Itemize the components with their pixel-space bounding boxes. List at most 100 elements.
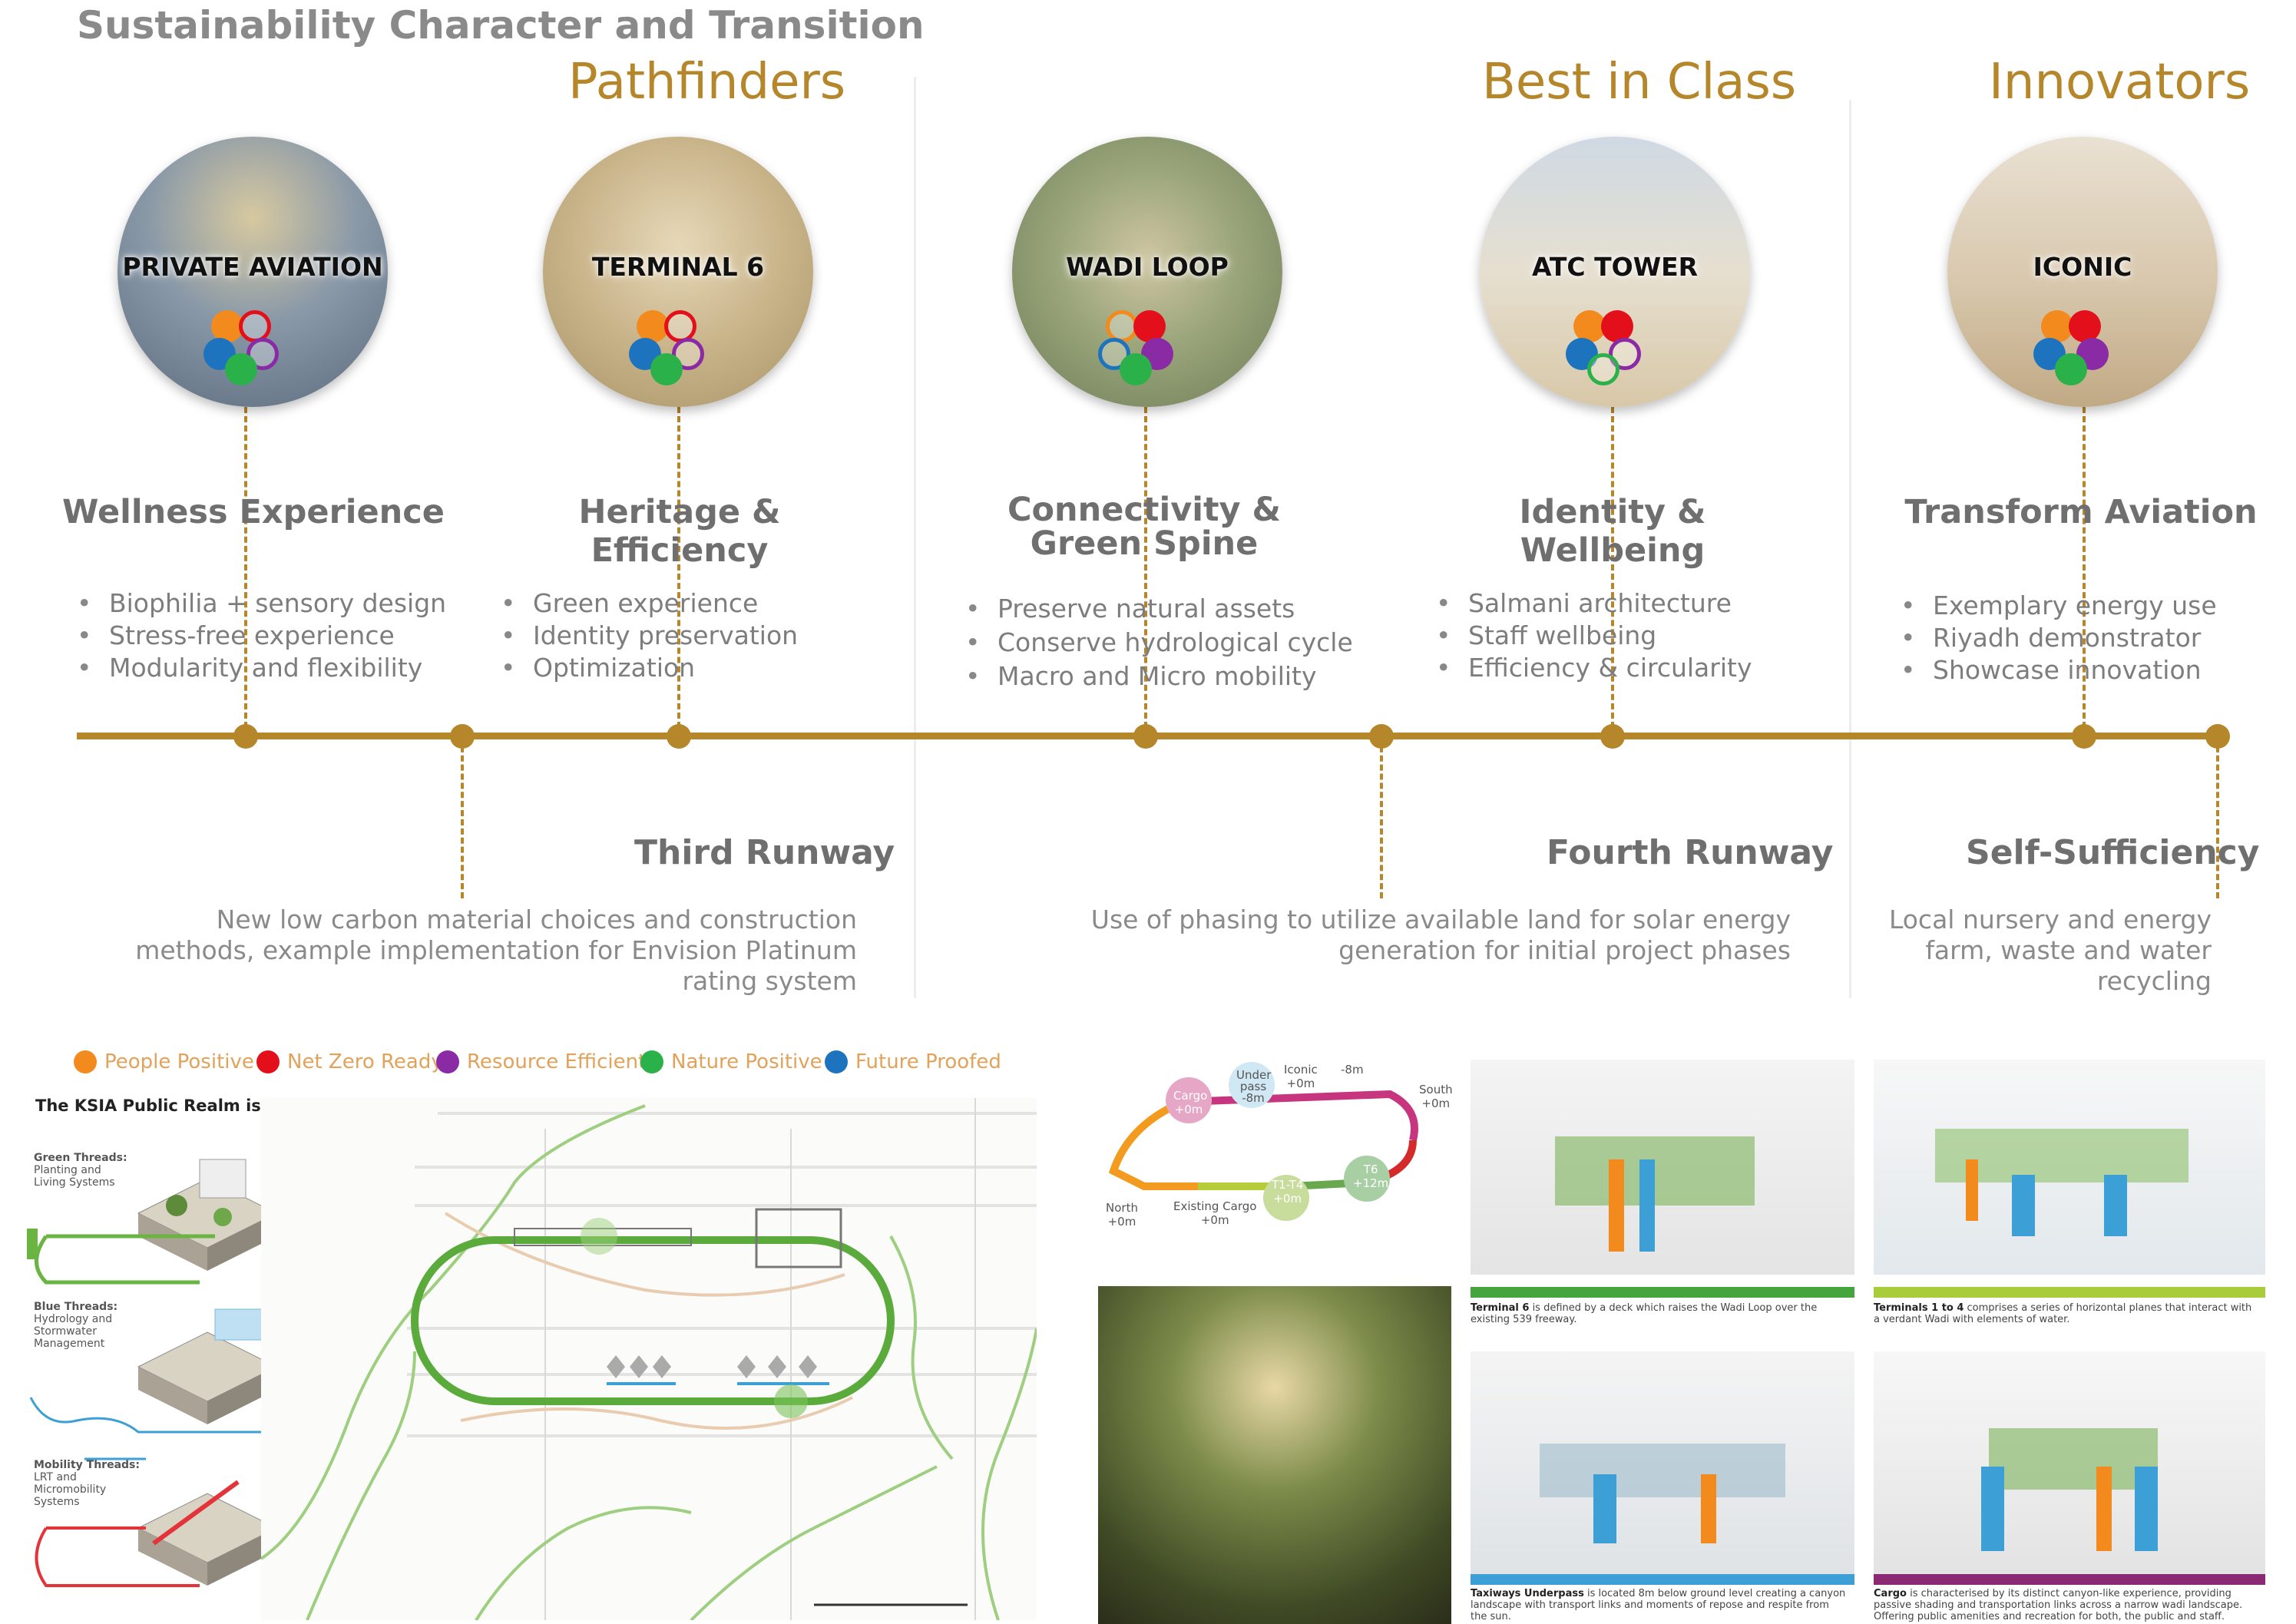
iconic-terminal: [755, 1208, 842, 1268]
category-innovators: Innovators: [1989, 54, 2251, 111]
connector-line: [1144, 407, 1147, 737]
legend-label: Nature Positive: [671, 1050, 822, 1073]
thread-name: Blue Threads:: [34, 1301, 118, 1313]
connector-line: [1380, 737, 1383, 898]
terminal-6-section-image: [1471, 1060, 1854, 1275]
people-positive-icon: [637, 310, 669, 342]
project-label: ICONIC: [2033, 252, 2132, 282]
list-item: Exemplary energy use: [1901, 590, 2217, 622]
timeline-node: [1600, 724, 1625, 749]
nature-positive-icon: [225, 353, 257, 385]
people-positive-icon: [2041, 310, 2073, 342]
page-title: Sustainability Character and Transition: [77, 3, 925, 48]
legend-label: Future Proofed: [855, 1050, 1001, 1073]
people-positive-icon: [211, 310, 243, 342]
nature-positive-icon: [1587, 353, 1619, 385]
project-circle-private-aviation: PRIVATE AVIATION: [117, 137, 388, 407]
legend-item: Resource Efficient: [436, 1050, 646, 1073]
wadi-loop-render-image: [1098, 1286, 1451, 1624]
thread-name: Mobility Threads:: [34, 1459, 140, 1471]
phase-title: Fourth Runway: [1547, 833, 1834, 872]
thread-label: Mobility Threads:LRT and Micromobility S…: [34, 1459, 140, 1508]
loop-label-t6: T6+12m: [1353, 1163, 1389, 1190]
thread-name: Green Threads:: [34, 1152, 127, 1164]
list-item: Identity preservation: [501, 620, 798, 652]
nature-positive-icon: [1120, 353, 1152, 385]
nature-positive-icon: [2055, 353, 2087, 385]
thread-desc: Planting and Living Systems: [34, 1164, 115, 1189]
connector-line: [461, 737, 464, 898]
list-item: Preserve natural assets: [965, 592, 1353, 626]
phase-description: New low carbon material choices and cons…: [135, 905, 857, 996]
legend-item: Nature Positive: [640, 1050, 822, 1073]
project-label: TERMINAL 6: [591, 252, 765, 282]
theme-title: Identity & Wellbeing: [1519, 493, 1706, 570]
thread-label: Green Threads:Planting and Living System…: [34, 1152, 127, 1189]
green-threads-map: [261, 1104, 1037, 1620]
green-thread-diagram: [27, 1159, 269, 1285]
net-zero-ready-icon: [1133, 310, 1166, 342]
phase-title: Self-Sufficiency: [1966, 833, 2260, 872]
timeline-node: [233, 724, 258, 749]
bullet-list: Preserve natural assets Conserve hydrolo…: [965, 592, 1353, 693]
loop-label-t1-t4: T1-T4+0m: [1272, 1178, 1304, 1206]
wadi-loop-diagram: [1108, 1062, 1418, 1221]
project-circle-wadi-loop: WADI LOOP: [1012, 137, 1282, 407]
phase-description: Local nursery and energy farm, waste and…: [1888, 905, 2212, 996]
loop-label-iconic: Iconic+0m: [1284, 1063, 1318, 1090]
list-item: Modularity and flexibility: [77, 652, 446, 684]
list-item: Macro and Micro mobility: [965, 660, 1353, 693]
bullet-list: Green experience Identity preservation O…: [501, 587, 798, 684]
mobility-thread-diagram: [35, 1480, 269, 1587]
bullet-list: Biophilia + sensory design Stress-free e…: [77, 587, 446, 684]
blue-thread-diagram: [29, 1308, 269, 1460]
net-zero-ready-icon: [664, 310, 696, 342]
timeline-node: [1369, 724, 1394, 749]
future-proofed-icon: [825, 1050, 848, 1073]
connector-line: [1611, 407, 1614, 737]
cargo-section-image: [1874, 1351, 2265, 1574]
list-item: Efficiency & circularity: [1436, 652, 1752, 684]
resource-efficient-icon: [436, 1050, 459, 1073]
caption: Cargo is characterised by its distinct c…: [1874, 1588, 2243, 1622]
legend-item: People Positive: [74, 1050, 254, 1073]
caption-bar: [1471, 1574, 1854, 1585]
list-item: Green experience: [501, 587, 798, 620]
theme-title: Wellness Experience: [62, 493, 445, 531]
nature-positive-icon: [640, 1050, 663, 1073]
project-circle-atc-tower: ATC TOWER: [1480, 137, 1750, 407]
loop-label-south: South+0m: [1419, 1083, 1453, 1110]
bullet-list: Exemplary energy use Riyadh demonstrator…: [1901, 590, 2217, 686]
terminals-1-4-section-image: [1874, 1060, 2265, 1275]
project-circle-terminal-6: TERMINAL 6: [543, 137, 813, 407]
caption: Terminals 1 to 4 comprises a series of h…: [1874, 1302, 2252, 1325]
caption-bar: [1471, 1287, 1854, 1298]
project-label: ATC TOWER: [1531, 252, 1699, 282]
list-item: Biophilia + sensory design: [77, 587, 446, 620]
loop-label-underpass: Under pass-8m: [1236, 1068, 1272, 1105]
timeline-node: [1133, 724, 1158, 749]
connector-line: [677, 407, 680, 737]
people-positive-icon: [1573, 310, 1606, 342]
thread-desc: LRT and Micromobility Systems: [34, 1471, 107, 1508]
category-best-in-class: Best in Class: [1482, 54, 1797, 111]
list-item: Riyadh demonstrator: [1901, 622, 2217, 654]
legend-item: Future Proofed: [825, 1050, 1001, 1073]
list-item: Showcase innovation: [1901, 654, 2217, 686]
column-divider: [914, 77, 916, 998]
project-circle-iconic: ICONIC: [1947, 137, 2218, 407]
terminal-clusters: [607, 1355, 817, 1378]
thread-label: Blue Threads:Hydrology and Stormwater Ma…: [34, 1301, 118, 1350]
list-item: Stress-free experience: [77, 620, 446, 652]
theme-title: Connectivity & Green Spine: [1007, 491, 1282, 563]
theme-title: Heritage & Efficiency: [578, 493, 781, 570]
master-plan-map: [261, 1098, 1037, 1620]
caption: Taxiways Underpass is located 8m below g…: [1471, 1588, 1846, 1622]
timeline-node: [2072, 724, 2096, 749]
phase-title: Third Runway: [634, 833, 895, 872]
runway-lines: [407, 1112, 1037, 1437]
category-pathfinders: Pathfinders: [568, 54, 846, 111]
caption-bar: [1874, 1574, 2265, 1585]
thread-desc: Hydrology and Stormwater Management: [34, 1313, 113, 1350]
wadi-loop-path: [411, 1236, 895, 1405]
